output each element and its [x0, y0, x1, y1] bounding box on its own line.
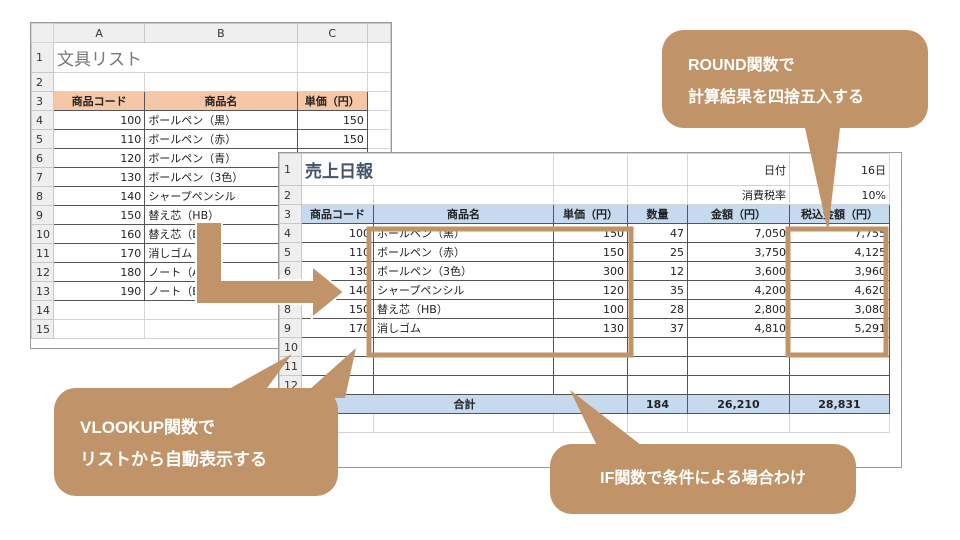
select-all-corner[interactable]: [31, 23, 54, 43]
column-header-d[interactable]: [366, 23, 391, 43]
vlookup-callout-tail: [218, 354, 292, 395]
header-product-code[interactable]: 商品コード: [301, 204, 374, 224]
product-name-cell[interactable]: ボールペン（赤）: [373, 242, 554, 262]
daily-sales-grid: 1 売上日報 日付 16日 2 消費税率 10% 3 商品コード 商品名 単価（…: [279, 153, 890, 433]
total-label[interactable]: 合計: [301, 394, 628, 414]
total-amount[interactable]: 26,210: [687, 394, 790, 414]
product-code-cell[interactable]: 130: [52, 167, 146, 187]
row-number[interactable]: 3: [31, 91, 54, 111]
name-price-highlight-frame: [366, 226, 634, 358]
round-callout-line-2: 計算結果を四捨五入する: [688, 89, 865, 106]
header-amount[interactable]: 金額（円）: [687, 204, 790, 224]
cell[interactable]: [52, 319, 146, 339]
header-product-code[interactable]: 商品コード: [52, 91, 146, 111]
round-callout-tail: [805, 128, 840, 232]
tax-rate-label[interactable]: 消費税率: [687, 185, 790, 205]
row-number[interactable]: 13: [31, 281, 54, 301]
row-number[interactable]: 15: [31, 319, 54, 339]
cell[interactable]: [553, 153, 628, 186]
product-name-cell[interactable]: ボールペン（3色）: [373, 261, 554, 281]
product-code-cell[interactable]: 180: [52, 262, 146, 282]
cell[interactable]: [296, 42, 368, 73]
row-number[interactable]: 8: [31, 186, 54, 206]
list-title[interactable]: 文具リスト: [53, 42, 298, 73]
vlookup-callout-tail-2: [300, 348, 356, 398]
row-number[interactable]: 1: [31, 42, 54, 73]
row-number[interactable]: 9: [279, 318, 302, 338]
cell[interactable]: [789, 413, 890, 433]
report-title[interactable]: 売上日報: [301, 153, 554, 186]
vlookup-function-callout: VLOOKUP関数で リストから自動表示する: [54, 388, 338, 496]
if-function-callout: IF関数で条件による場合わけ: [550, 444, 856, 514]
amount-cell[interactable]: 3,750: [687, 242, 790, 262]
row-number[interactable]: 5: [31, 129, 54, 149]
lookup-arrow-icon: [195, 221, 346, 321]
tax-amount-highlight-frame: [785, 226, 889, 358]
total-quantity[interactable]: 184: [627, 394, 688, 414]
if-callout-line-1: IF関数で条件による場合わけ: [600, 470, 806, 487]
round-callout-line-1: ROUND関数で: [688, 57, 795, 74]
vlookup-callout-line-2: リストから自動表示する: [80, 450, 267, 469]
product-code-cell[interactable]: 190: [52, 281, 146, 301]
header-unit-price[interactable]: 単価（円）: [296, 91, 368, 111]
row-number[interactable]: 14: [31, 300, 54, 320]
tax-amount-cell[interactable]: 3,960: [789, 261, 890, 281]
product-name-cell[interactable]: 替え芯（HB）: [144, 205, 298, 225]
vlookup-callout-line-1: VLOOKUP関数で: [80, 418, 216, 437]
row-number[interactable]: 10: [31, 224, 54, 244]
date-value[interactable]: 16日: [789, 153, 890, 186]
column-header-a[interactable]: A: [52, 23, 146, 43]
amount-cell[interactable]: 4,200: [687, 280, 790, 300]
total-tax-amount[interactable]: 28,831: [789, 394, 890, 414]
round-function-callout: ROUND関数で 計算結果を四捨五入する: [662, 30, 928, 128]
row-number[interactable]: 4: [279, 223, 302, 243]
row-number[interactable]: 6: [279, 261, 302, 281]
if-callout-tail: [570, 390, 650, 452]
